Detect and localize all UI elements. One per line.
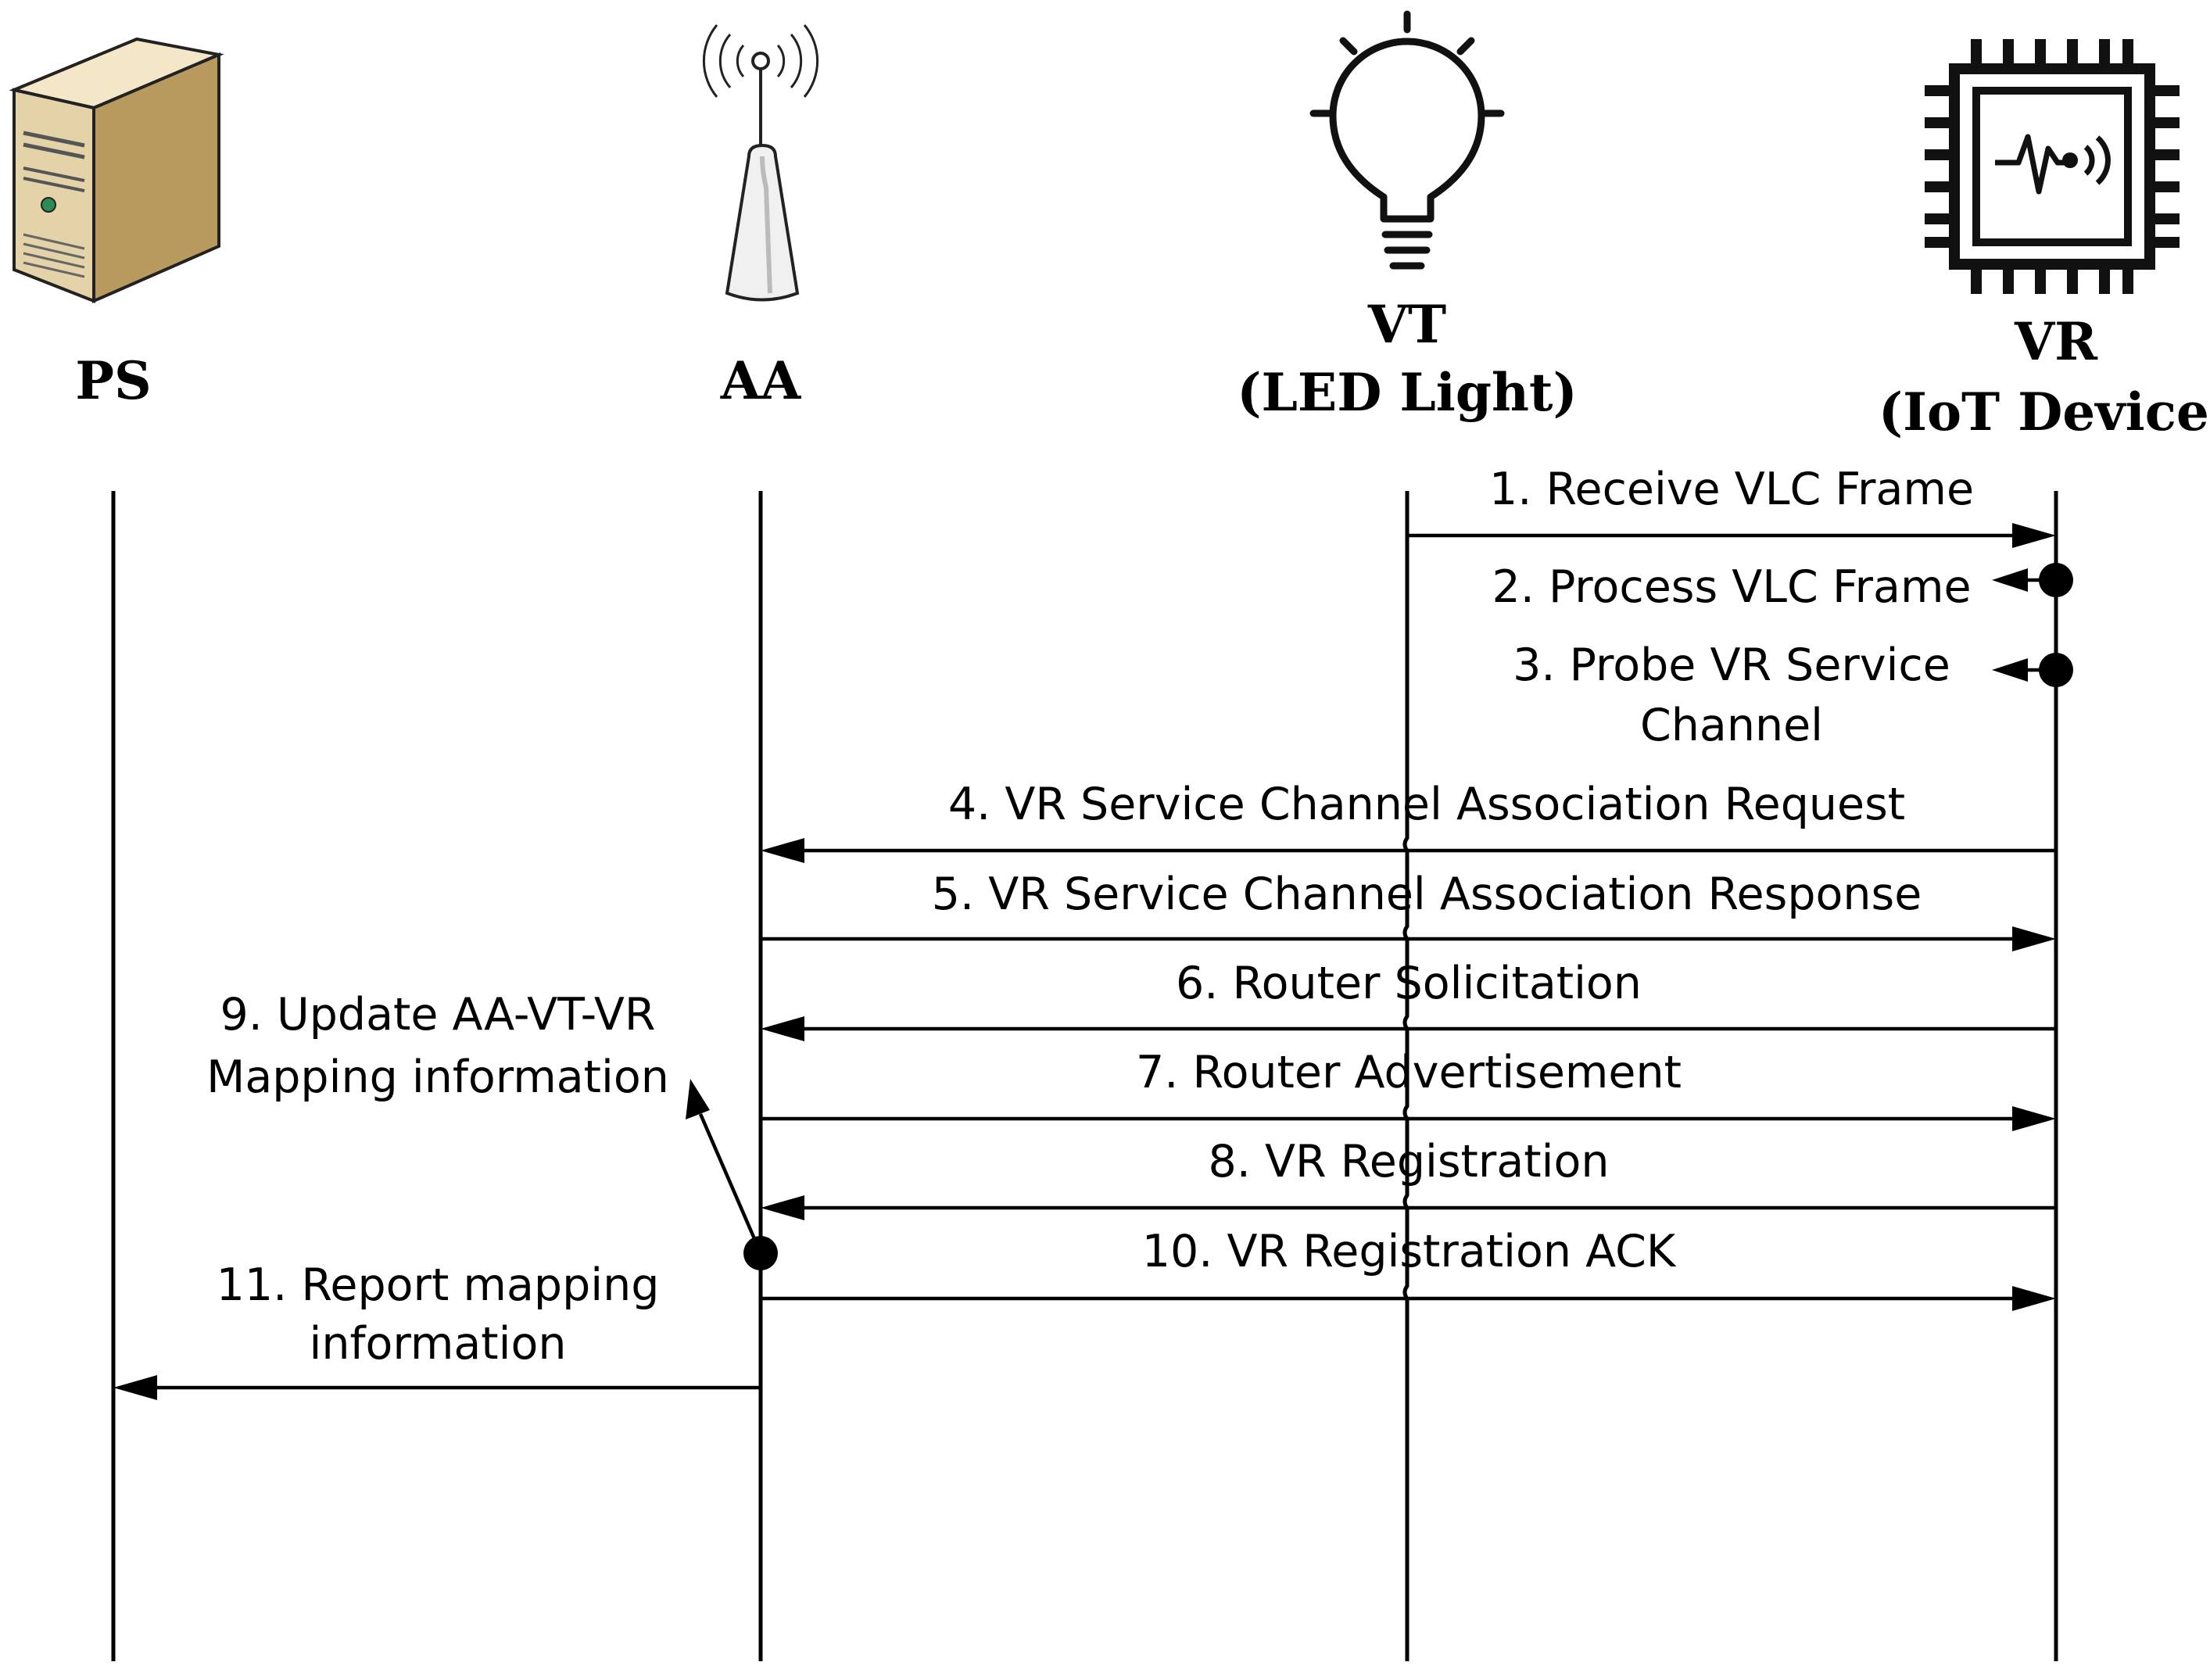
arrowhead-2 (1992, 568, 2028, 592)
message-label-1: 1. Receive VLC Frame (1489, 464, 1974, 515)
message-arrow-9 (698, 1113, 763, 1254)
arrowhead-5 (2012, 926, 2056, 951)
arrowhead-7 (2012, 1106, 2056, 1131)
message-label-8: 8. VR Registration (1209, 1136, 1610, 1187)
message-label-3: 3. Probe VR Service (1513, 639, 1950, 691)
arrowhead-6 (761, 1016, 804, 1041)
iot-chip-icon (1925, 39, 2180, 294)
arrowhead-3 (1992, 658, 2028, 682)
actor-sublabel-vr: (IoT Device) (1879, 381, 2210, 442)
message-label-9: 9. Update AA-VT-VR (220, 989, 655, 1041)
message-label-10: 10. VR Registration ACK (1142, 1226, 1677, 1277)
message-label-4: 4. VR Service Channel Association Reques… (948, 779, 1905, 830)
access-point-icon (702, 24, 819, 302)
lifeline-vt (1402, 491, 1409, 1661)
message-label-3-line-2: Channel (1640, 700, 1823, 751)
server-icon (9, 37, 224, 304)
actor-label-vt: VT (1367, 294, 1446, 355)
actor-label-aa: AA (720, 350, 801, 411)
light-bulb-icon (1309, 10, 1505, 270)
message-label-11: 11. Report mapping (217, 1259, 660, 1311)
message-label-6: 6. Router Solicitation (1176, 958, 1642, 1009)
message-label-9-line-2: Mapping information (206, 1051, 669, 1103)
message-label-11-line-2: information (310, 1318, 567, 1370)
actor-label-vr: VR (2014, 311, 2098, 372)
message-label-5: 5. VR Service Channel Association Respon… (932, 869, 1922, 920)
arrowhead-11 (113, 1375, 157, 1400)
arrowhead-8 (761, 1195, 804, 1220)
arrowhead-1 (2012, 523, 2056, 548)
message-label-7: 7. Router Advertisement (1136, 1047, 1682, 1098)
arrowhead-10 (2012, 1286, 2056, 1311)
message-label-2: 2. Process VLC Frame (1492, 561, 1971, 613)
actor-label-ps: PS (75, 350, 151, 411)
arrowhead-9 (686, 1079, 710, 1119)
actor-sublabel-vt: (LED Light) (1237, 362, 1577, 423)
arrowhead-4 (761, 838, 804, 863)
